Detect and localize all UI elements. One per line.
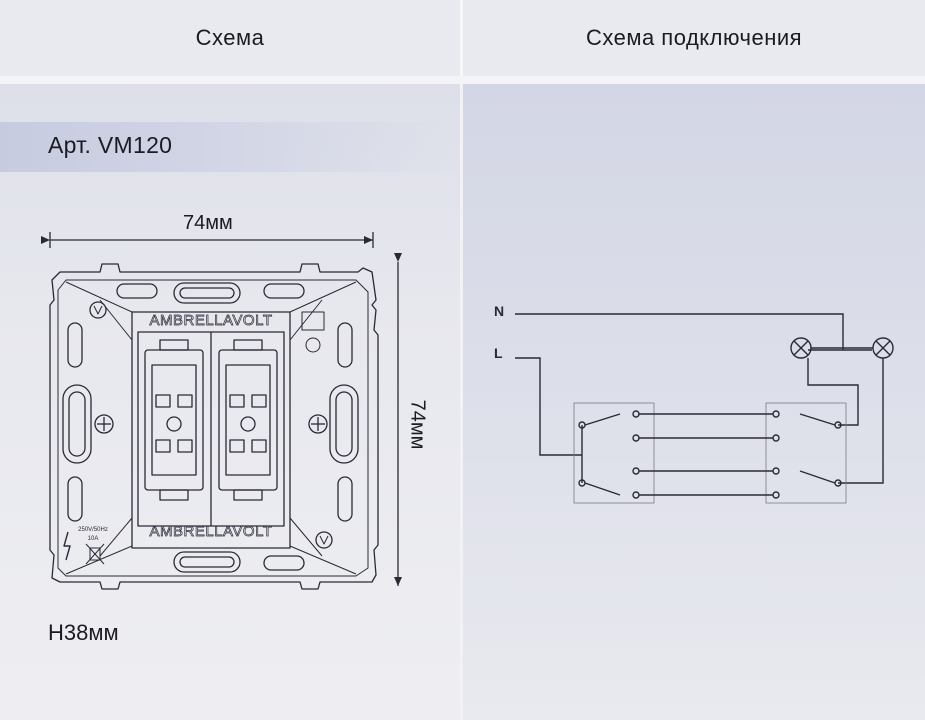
width-label: 74мм: [183, 212, 233, 234]
article-bar: [0, 122, 460, 172]
ce-mark: [305, 337, 321, 353]
line-label: L: [494, 345, 503, 361]
tab-divider: [460, 0, 463, 76]
recycle-crossed-bin: [85, 543, 105, 565]
brand-bottom: AMBRELLAVOLT: [150, 523, 273, 540]
article-number: Арт. VM120: [48, 132, 173, 158]
tab-scheme[interactable]: Схема: [0, 0, 460, 76]
header-separator: [0, 76, 925, 84]
line-wire: [515, 357, 583, 483]
tab-connection-scheme[interactable]: Схема подключения: [463, 0, 925, 76]
depth-label: H38мм: [48, 620, 119, 645]
tab-connection-scheme-label: Схема подключения: [585, 25, 803, 50]
screw-icon: [94, 414, 114, 434]
eac-mark: [301, 311, 325, 331]
neutral-wire: [515, 313, 872, 351]
lamp-symbol: [872, 337, 894, 359]
switch-box-left: [573, 402, 655, 504]
frame-outline: [49, 263, 379, 590]
brand-top: AMBRELLAVOLT: [150, 312, 273, 329]
screw-icon: [308, 414, 328, 434]
neutral-label: N: [494, 303, 504, 319]
rating-current: 10A: [88, 536, 99, 542]
tab-scheme-label: Схема: [195, 25, 265, 50]
height-label: 74мм: [406, 399, 429, 450]
panel-divider: [460, 84, 463, 720]
rating-voltage: 250V/50Hz: [78, 527, 108, 533]
switch-box-right: [765, 402, 847, 504]
lamp-symbol: [790, 337, 812, 359]
